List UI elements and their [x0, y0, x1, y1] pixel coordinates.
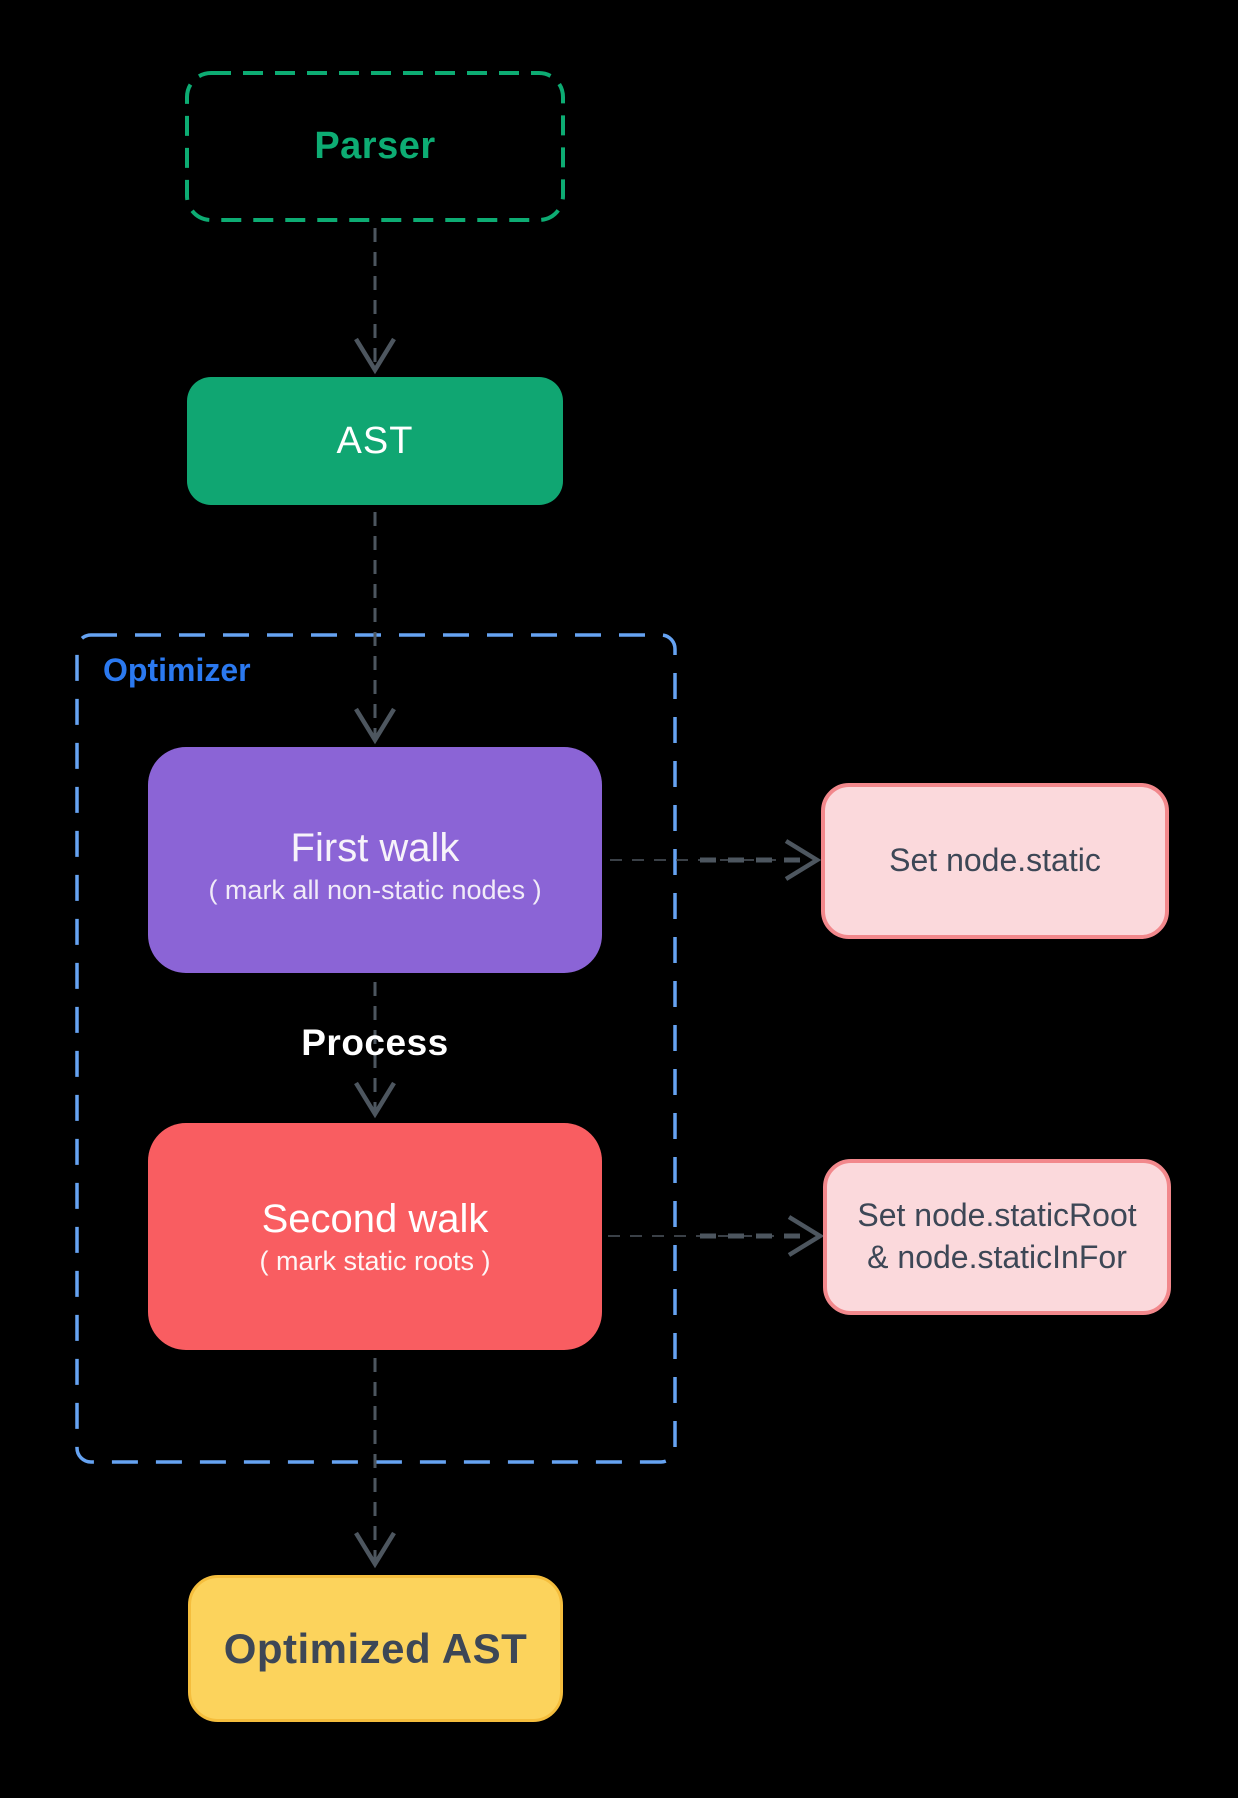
- arrowhead-set-static: [784, 839, 822, 881]
- parser-dashed-border: [185, 71, 565, 222]
- arrowhead-second-walk-to-optimized-ast: [354, 1531, 396, 1569]
- set-node-static-node: Set node.static: [821, 783, 1169, 939]
- ast-node: AST: [187, 377, 563, 505]
- second-walk-title: Second walk: [261, 1197, 489, 1241]
- second-walk-node: Second walk ( mark static roots ): [148, 1123, 602, 1350]
- process-edge-label: Process: [301, 1022, 449, 1063]
- optimized-ast-label: Optimized AST: [223, 1624, 528, 1672]
- set-node-static-root-line2: & node.staticInFor: [867, 1239, 1127, 1275]
- arrowhead-first-to-second-walk: [354, 1081, 396, 1119]
- second-walk-subtitle: ( mark static roots ): [259, 1246, 491, 1276]
- optimizer-group-label: Optimizer: [103, 652, 251, 688]
- first-walk-title: First walk: [290, 825, 460, 870]
- arrowhead-parser-to-ast: [354, 337, 396, 375]
- first-walk-subtitle: ( mark all non-static nodes ): [208, 874, 542, 905]
- parser-node: Parser: [187, 73, 563, 220]
- set-node-static-label: Set node.static: [889, 842, 1101, 879]
- set-node-static-root-line1: Set node.staticRoot: [857, 1197, 1137, 1234]
- ast-label: AST: [336, 419, 414, 462]
- parser-label: Parser: [314, 125, 436, 167]
- optimized-ast-node: Optimized AST: [188, 1575, 563, 1722]
- first-walk-node: First walk ( mark all non-static nodes ): [148, 747, 602, 973]
- arrowhead-ast-to-first-walk: [354, 707, 396, 745]
- set-node-static-root-node: Set node.staticRoot & node.staticInFor: [823, 1159, 1171, 1315]
- arrowhead-set-static-root: [787, 1215, 825, 1257]
